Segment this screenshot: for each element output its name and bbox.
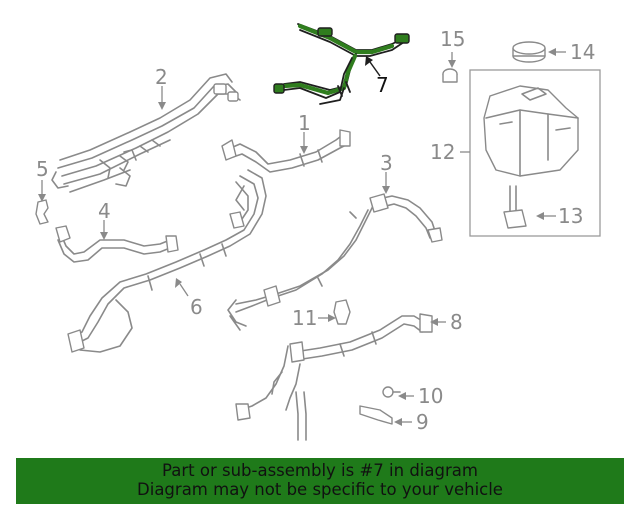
notice-line-1: Part or sub-assembly is #7 in diagram bbox=[162, 461, 478, 480]
callout-14: 14 bbox=[570, 40, 595, 64]
callout-15: 15 bbox=[440, 27, 465, 51]
callout-numbers: 1 2 3 4 5 6 7 8 9 10 11 12 13 14 15 bbox=[36, 27, 595, 434]
part-11-fitting[interactable] bbox=[333, 299, 351, 325]
callout-6: 6 bbox=[190, 295, 203, 319]
part-7-wiring-harness[interactable] bbox=[273, 23, 410, 105]
callout-1: 1 bbox=[298, 111, 311, 135]
callout-4: 4 bbox=[98, 199, 111, 223]
callout-12: 12 bbox=[430, 140, 455, 164]
callout-13: 13 bbox=[558, 204, 583, 228]
callout-11: 11 bbox=[292, 306, 317, 330]
callout-2: 2 bbox=[155, 65, 168, 89]
part-5-fitting[interactable] bbox=[35, 199, 49, 225]
notice-banner: Part or sub-assembly is #7 in diagram Di… bbox=[16, 458, 624, 504]
part-15-cap[interactable] bbox=[442, 68, 458, 83]
callout-9: 9 bbox=[416, 410, 429, 434]
callout-5: 5 bbox=[36, 157, 49, 181]
part-2-coolant-pipes[interactable] bbox=[51, 73, 241, 193]
callout-7: 7 bbox=[376, 73, 389, 97]
part-14-reservoir-cap[interactable] bbox=[512, 41, 546, 63]
callout-leaders bbox=[38, 48, 566, 426]
callout-3: 3 bbox=[380, 151, 393, 175]
part-6-long-hose[interactable] bbox=[67, 169, 267, 353]
part-12-expansion-tank[interactable] bbox=[483, 85, 579, 177]
callout-8: 8 bbox=[450, 310, 463, 334]
part-9-bracket[interactable] bbox=[359, 405, 393, 425]
part-10-bolt[interactable] bbox=[382, 386, 401, 398]
part-3-hose[interactable] bbox=[227, 193, 443, 331]
part-1-hose[interactable] bbox=[221, 129, 351, 173]
part-4-hose[interactable] bbox=[55, 225, 179, 263]
callout-10: 10 bbox=[418, 384, 443, 408]
part-12-box bbox=[469, 69, 601, 237]
part-13-sensor[interactable] bbox=[503, 185, 527, 229]
notice-line-2: Diagram may not be specific to your vehi… bbox=[137, 480, 503, 499]
part-8-hose[interactable] bbox=[235, 313, 433, 441]
